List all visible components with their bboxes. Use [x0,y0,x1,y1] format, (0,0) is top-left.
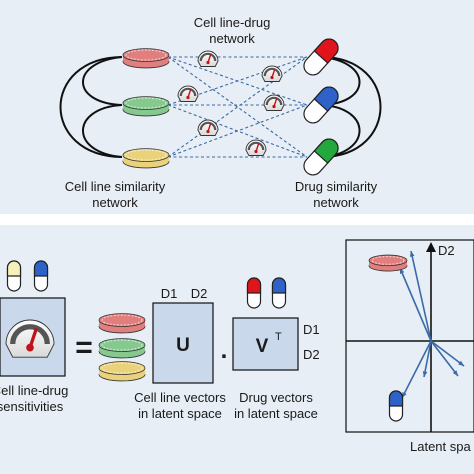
v-drug-capsules [246,277,287,309]
latent-vector-1 [399,267,432,342]
sensitivity-gauge-icon [5,319,55,358]
sensitivity-drug-capsules [6,260,49,292]
sensitivity-label-line2: sensitivities [0,399,64,414]
latent-vector-4 [430,340,459,377]
sensitivity-gauge [5,319,55,358]
drug-similarity-label-line2: network [313,195,359,210]
latent-vector-5 [423,340,432,378]
cell-line-similarity-loops [59,56,123,158]
cell-vectors-label-line1: Cell line vectors [134,390,226,405]
latent-axis-d2-arrowhead [426,242,436,252]
cell-similarity-label-line2: network [92,195,138,210]
latent-vector-2 [410,250,432,342]
latent-axis-d2-label: D2 [438,243,455,258]
latent-vector-arrowhead-4 [452,370,458,376]
drug-vectors-label-line1: Drug vectors [239,390,313,405]
edge-gauge-icon-6 [245,139,267,156]
latent-vector-3 [430,340,465,367]
u-cell-line-dishes [98,313,146,382]
latent-items [368,254,408,422]
drug-similarity-loops [321,56,382,158]
latent-vector-arrowhead-6 [402,392,407,398]
v-row-d1: D1 [303,322,320,337]
cell-line-dish-3 [122,148,170,169]
latent-vectors [399,250,465,399]
latent-space-caption: Latent spa [410,439,471,454]
edge-gauge-icon-3 [177,85,199,102]
v-matrix-label: V [256,336,269,357]
v-matrix-superscript: T [275,331,282,343]
edge-0-2 [167,56,308,158]
drug-similarity-label-line1: Drug similarity [295,179,378,194]
edge-2-0 [167,56,308,158]
edge-gauge-icon-4 [263,94,285,111]
edge-gauge-icon-1 [197,50,219,67]
sensitivity-capsule-blue [33,260,49,292]
sensitivity-label-line1: Cell line-drug [0,383,68,398]
latent-vector-arrowhead-5 [422,371,428,377]
v-transpose-matrix [232,317,299,371]
cell-similarity-label-line1: Cell line similarity [65,179,166,194]
latent-space-plot [345,239,474,433]
drug-vectors-label-line2: in latent space [234,406,318,421]
u-dish-red [98,313,146,334]
u-col-d2: D2 [191,286,208,301]
edge-gauge-icon-5 [197,119,219,136]
cell-vectors-label-line2: in latent space [138,406,222,421]
equals-sign: = [75,331,93,364]
u-matrix-label: U [176,335,190,356]
latent-capsule-blue [388,390,404,422]
sensitivity-capsule-cream [6,260,22,292]
u-matrix [152,302,214,384]
v-capsule-blue [271,277,287,309]
drug-capsule-1 [303,38,339,76]
dot-operator: . [221,337,228,364]
latent-vector-arrowhead-3 [458,360,464,366]
cell-line-dishes [122,48,170,169]
cell-line-dish-2 [122,96,170,117]
latent-dish-red [368,254,408,272]
u-col-d1: D1 [161,286,178,301]
network-label-line2: network [209,31,255,46]
latent-vector-6 [401,340,432,399]
latent-vector-arrowhead-2 [409,251,415,257]
v-capsule-red [246,277,262,309]
edge-gauge-icon-2 [261,65,283,82]
drug-capsule-2 [303,86,339,124]
drug-capsule-3 [303,138,339,176]
v-row-d2: D2 [303,347,320,362]
edge-2-1 [167,104,308,158]
edge-gauges [177,50,285,156]
u-dish-green [98,338,146,359]
network-label-line1: Cell line-drug [194,15,271,30]
drug-capsules [303,38,339,176]
u-dish-yellow [98,361,146,382]
cell-line-dish-1 [122,48,170,69]
